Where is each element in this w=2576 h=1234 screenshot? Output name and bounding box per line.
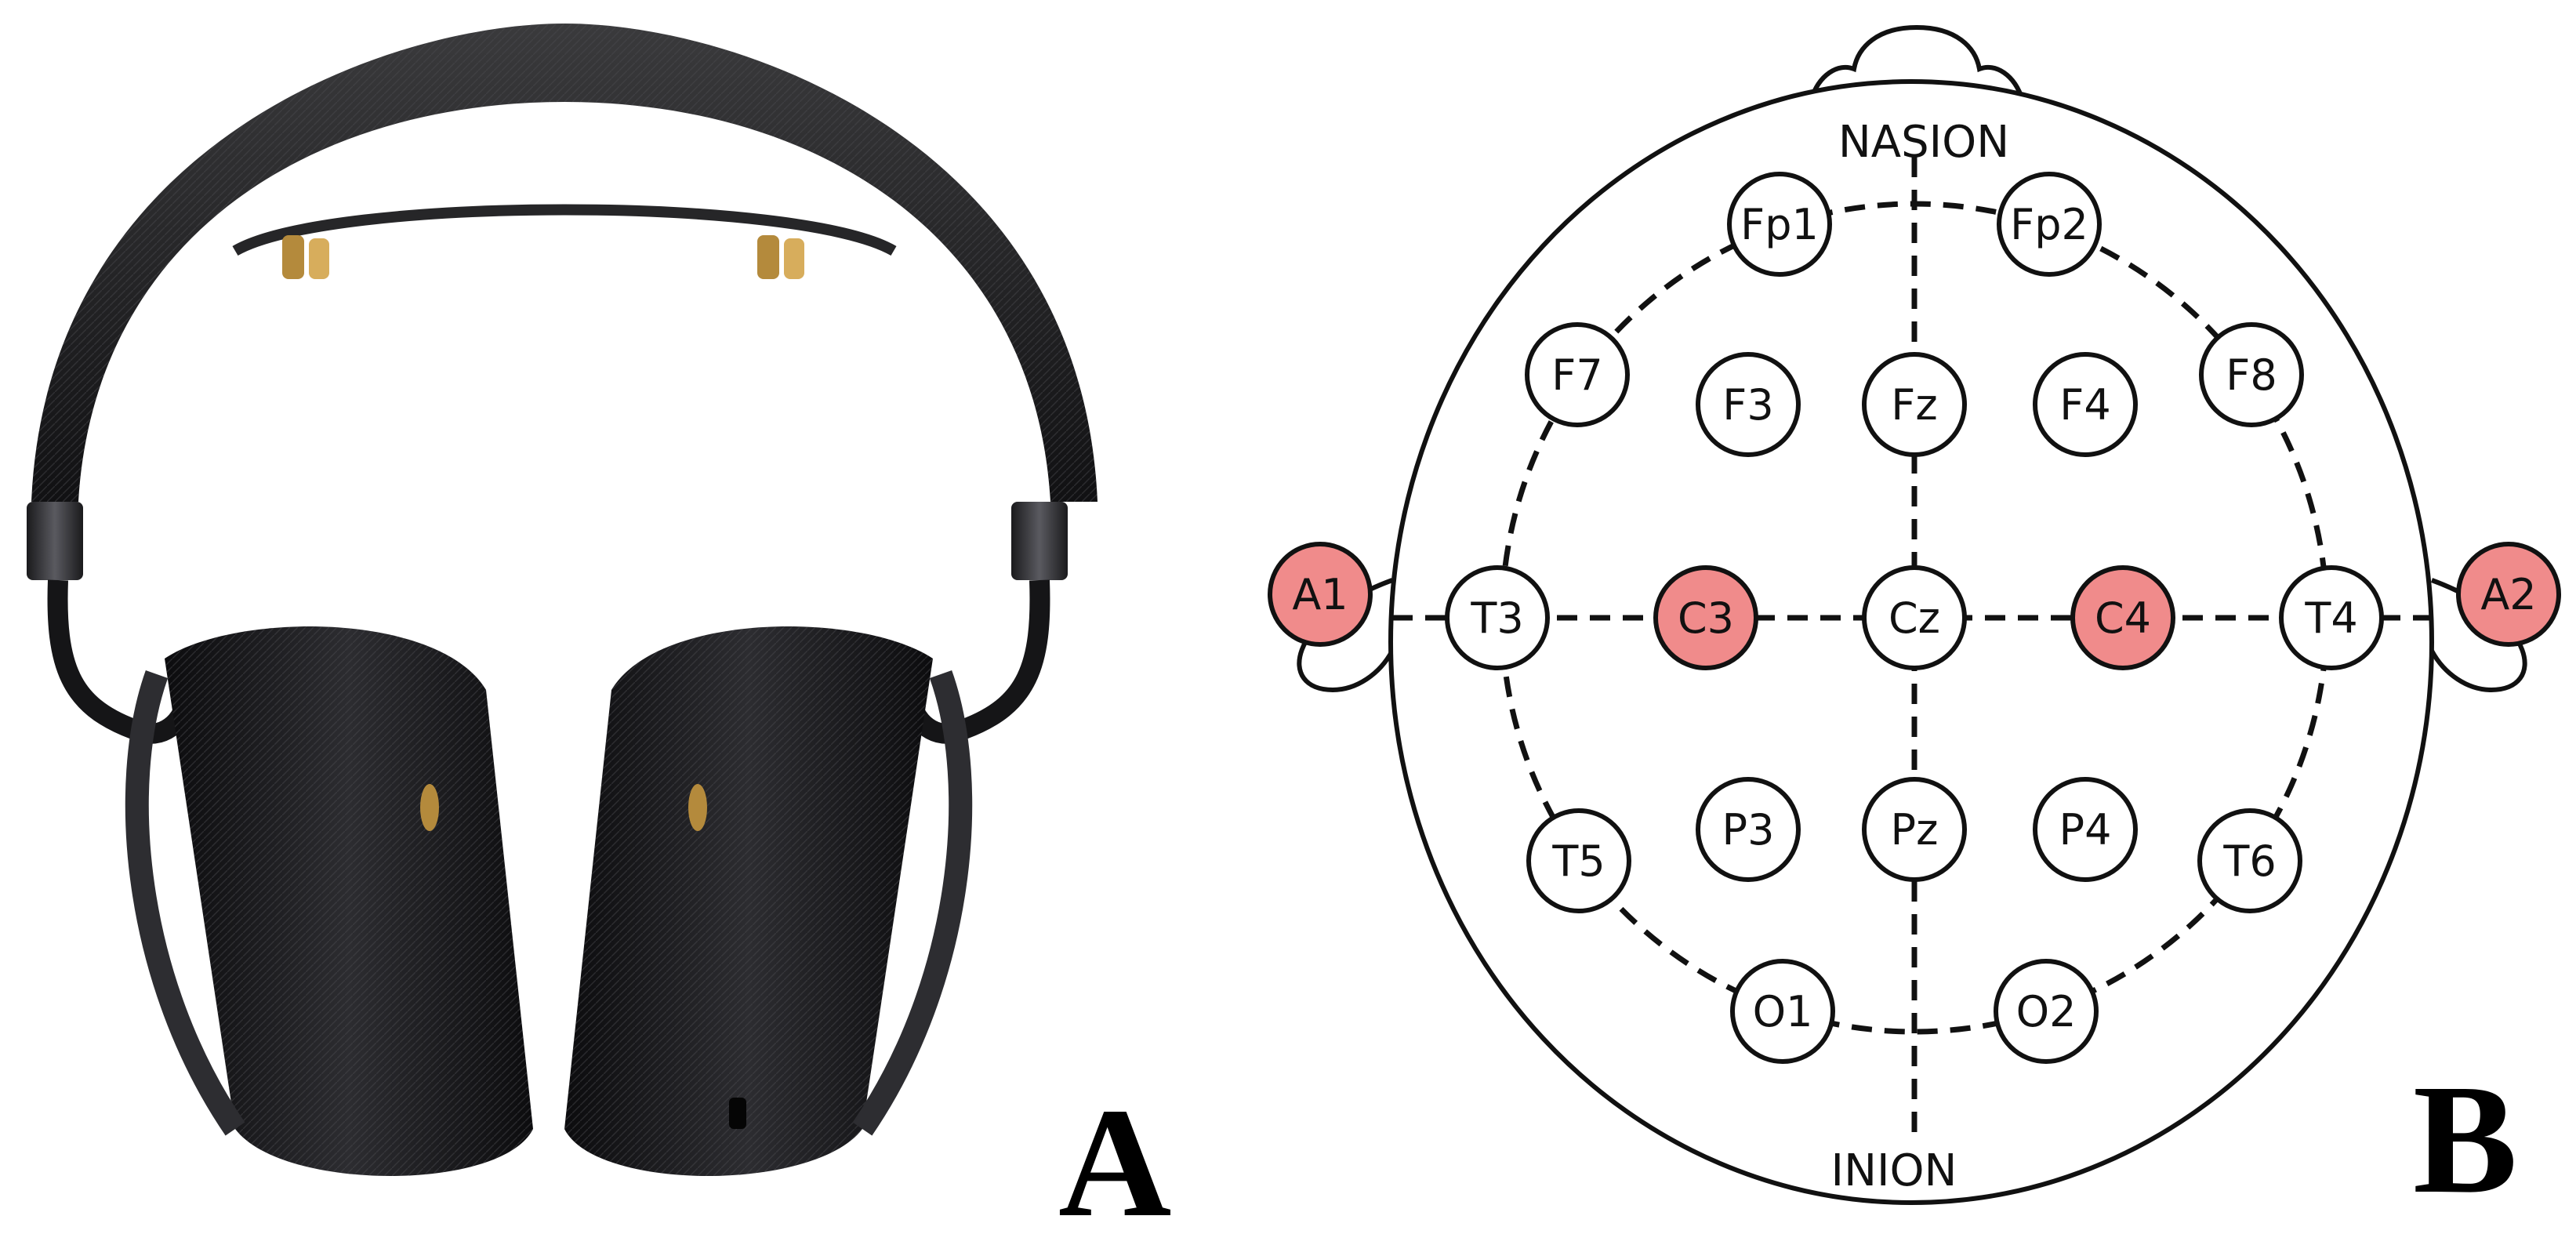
electrode-c3: C3: [1653, 565, 1758, 670]
electrode-a1: A1: [1268, 542, 1373, 647]
electrode-label: Fp1: [1740, 200, 1819, 249]
electrode-label: Fz: [1891, 380, 1937, 430]
electrode-marker: [1696, 352, 1801, 457]
electrode-label: Fp2: [2010, 200, 2088, 249]
eeg-contact-right: [757, 235, 804, 279]
electrode-label: P4: [2059, 805, 2112, 855]
electrode-label: F4: [2059, 380, 2110, 430]
electrode-label: Cz: [1888, 593, 1940, 643]
electrode-marker: [1445, 565, 1550, 670]
electrode-marker: [2033, 777, 2138, 882]
panel-a: A: [27, 24, 1171, 1234]
electrode-marker: [1526, 808, 1631, 913]
earcup-left: [125, 626, 533, 1176]
electrode-cz: Cz: [1862, 565, 1967, 670]
electrode-fp2: Fp2: [1997, 172, 2102, 277]
panel-label-a: A: [1058, 1076, 1171, 1234]
slider-left: [27, 502, 83, 580]
nasion-label: NASION: [1838, 117, 2009, 168]
electrode-marker: [2070, 565, 2175, 670]
electrode-marker: [1862, 565, 1967, 670]
electrode-f8: F8: [2199, 322, 2304, 427]
electrode-marker: [1696, 777, 1801, 882]
yoke-left: [47, 579, 198, 744]
electrode-label: P3: [1722, 805, 1775, 855]
electrode-marker: [1994, 959, 2099, 1064]
electrode-label: T4: [2304, 593, 2357, 643]
electrode-fp1: Fp1: [1727, 172, 1832, 277]
electrode-marker: [1525, 322, 1630, 427]
electrode-marker: [1727, 172, 1832, 277]
electrode-fz: Fz: [1862, 352, 1967, 457]
electrode-marker: [2456, 542, 2561, 647]
electrode-label: T6: [2222, 837, 2276, 886]
electrode-label: O1: [1753, 987, 1813, 1036]
electrode-marker: [2279, 565, 2384, 670]
electrode-t5: T5: [1526, 808, 1631, 913]
electrode-marker: [1653, 565, 1758, 670]
electrode-label: C4: [2095, 593, 2151, 643]
electrode-p3: P3: [1696, 777, 1801, 882]
inion-label: INION: [1831, 1145, 1957, 1196]
electrode-marker: [1997, 172, 2102, 277]
panel-label-b: B: [2413, 1053, 2517, 1226]
electrode-label: Pz: [1891, 805, 1939, 855]
electrode-f3: F3: [1696, 352, 1801, 457]
electrode-marker: [2199, 322, 2304, 427]
electrode-label: O2: [2016, 987, 2077, 1036]
electrode-marker: [2033, 352, 2138, 457]
electrode-marker: [2197, 808, 2302, 913]
electrode-label: F3: [1722, 380, 1773, 430]
electrode-o1: O1: [1730, 959, 1835, 1064]
electrode-label: F8: [2226, 350, 2277, 400]
electrode-o2: O2: [1994, 959, 2099, 1064]
electrode-pz: Pz: [1862, 777, 1967, 882]
electrode-label: T3: [1470, 593, 1523, 643]
yoke-right: [899, 579, 1050, 744]
electrode-c4: C4: [2070, 565, 2175, 670]
headphones-illustration: [27, 24, 1098, 1176]
electrode-label: F7: [1551, 350, 1602, 400]
electrode-a2: A2: [2456, 542, 2561, 647]
electrode-label: A2: [2480, 570, 2536, 619]
electrode-f7: F7: [1525, 322, 1630, 427]
electrode-marker: [1862, 777, 1967, 882]
earcup-right: [564, 626, 973, 1176]
electrode-marker: [1730, 959, 1835, 1064]
electrode-t3: T3: [1445, 565, 1550, 670]
electrode-marker: [1268, 542, 1373, 647]
electrode-label: A1: [1292, 570, 1348, 619]
electrode-p4: P4: [2033, 777, 2138, 882]
electrode-label: T5: [1551, 837, 1605, 886]
electrode-f4: F4: [2033, 352, 2138, 457]
slider-right: [1011, 502, 1068, 580]
electrode-t4: T4: [2279, 565, 2384, 670]
headband: [31, 24, 1098, 502]
electrode-marker: [1862, 352, 1967, 457]
electrode-label: C3: [1678, 593, 1734, 643]
eeg-contact-left: [282, 235, 329, 279]
electrode-t6: T6: [2197, 808, 2302, 913]
